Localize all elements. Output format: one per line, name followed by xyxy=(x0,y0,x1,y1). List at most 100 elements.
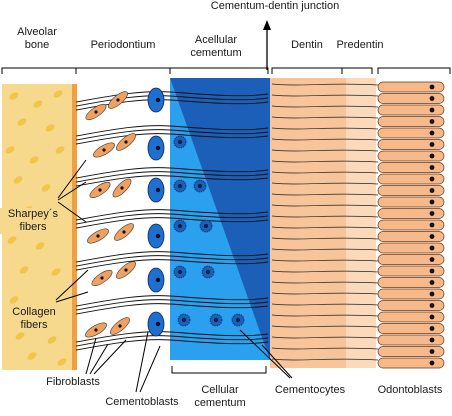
dentinal-tubule xyxy=(271,171,379,174)
cementocyte-nucleus xyxy=(178,224,182,228)
dentinal-tubule xyxy=(271,347,379,350)
pointer-fibroblasts-3 xyxy=(93,339,127,375)
cementocyte-cells xyxy=(173,135,245,327)
cementocyte-nucleus xyxy=(178,184,182,188)
bone-spot xyxy=(9,92,19,100)
odontoblast xyxy=(377,196,445,208)
pointer-sharpeys-3 xyxy=(57,201,87,223)
bracket-periodontium xyxy=(75,67,171,74)
bone-spot xyxy=(33,100,43,108)
dentinal-tubule xyxy=(271,182,379,185)
label-fibroblasts: Fibroblasts xyxy=(46,376,100,388)
cementocyte-nucleus xyxy=(182,318,186,322)
odontoblast-nucleus xyxy=(429,130,435,136)
odontoblast xyxy=(377,254,445,265)
label-sharpeys-fibers: Sharpey´s fibers xyxy=(0,208,66,234)
acellular-cementum-region xyxy=(170,78,270,360)
bone-spot xyxy=(13,176,23,184)
cementocyte-nucleus xyxy=(236,318,240,322)
odontoblast-nucleus xyxy=(429,280,435,285)
dentinal-tubule xyxy=(271,358,379,361)
pointer-fibroblasts-1 xyxy=(85,337,97,375)
collagen-fiber xyxy=(75,167,269,179)
fibroblast-nucleus xyxy=(94,328,98,332)
fibroblast-nucleus xyxy=(102,148,106,152)
odontoblast xyxy=(377,116,445,127)
odontoblast-nucleus xyxy=(429,84,435,90)
odontoblast-nucleus xyxy=(429,303,435,308)
cementocyte-nucleus xyxy=(198,184,202,188)
fibroblast-nucleus xyxy=(100,276,104,280)
dentinal-tubule xyxy=(271,204,379,207)
odontoblast-nucleus xyxy=(429,142,435,147)
pointer-cementocytes-1 xyxy=(239,329,291,379)
bone-spot xyxy=(45,124,55,132)
cementocyte-nucleus xyxy=(204,224,208,228)
odontoblast xyxy=(377,300,445,311)
bone-spot xyxy=(9,296,19,304)
label-cementum-dentin-junction: Cementum-dentin junction xyxy=(210,0,340,12)
dentinal-tubule xyxy=(271,303,379,306)
bone-spot xyxy=(15,332,25,340)
odontoblast xyxy=(377,139,445,150)
dentinal-tubule xyxy=(271,237,379,240)
dentinal-tubule xyxy=(271,325,379,328)
fibroblast-cells xyxy=(85,91,136,338)
odontoblast-nucleus xyxy=(429,349,435,354)
odontoblast xyxy=(377,104,445,116)
collagen-fiber xyxy=(75,133,269,145)
odontoblast-nucleus xyxy=(429,268,435,274)
bone-spot xyxy=(7,236,17,244)
collagen-fiber xyxy=(75,175,269,187)
label-cementoblasts: Cementoblasts xyxy=(105,396,179,408)
odontoblast-nucleus xyxy=(429,222,435,228)
cementocyte-nucleus xyxy=(214,318,218,322)
pointer-lines xyxy=(55,159,293,393)
odontoblast-nucleus xyxy=(429,326,435,331)
pointer-collagen-1 xyxy=(55,269,89,301)
odontoblast-nucleus xyxy=(429,211,435,216)
bracket-cellular-cementum xyxy=(171,366,267,374)
collagen-fiber xyxy=(75,95,269,107)
label-predentin: Predentin xyxy=(336,39,384,51)
dentinal-tubule xyxy=(271,116,379,119)
cementoblast-nucleus xyxy=(155,187,161,193)
bone-spot xyxy=(57,358,67,366)
cementoblast-nucleus xyxy=(155,321,161,327)
odontoblast xyxy=(377,277,445,288)
odontoblast-nucleus xyxy=(429,153,435,159)
odontoblast-nucleus xyxy=(429,257,435,262)
label-odontoblasts: Odontoblasts xyxy=(377,384,443,396)
cementoblast-cells xyxy=(147,87,165,337)
fibroblast-nucleus xyxy=(120,186,124,190)
bone-spot xyxy=(47,336,57,344)
cementoblast-nucleus xyxy=(155,97,161,103)
odontoblast xyxy=(377,185,445,196)
odontoblast xyxy=(377,265,445,277)
collagen-fiber xyxy=(75,125,269,137)
label-alveolar-bone: Alveolar bone xyxy=(17,26,57,51)
odontoblast-nucleus xyxy=(429,360,435,366)
label-cellular-cementum: Cellular cementum xyxy=(194,384,246,409)
dentinal-tubule xyxy=(271,292,379,295)
odontoblast-nucleus xyxy=(429,314,435,320)
bone-edge xyxy=(72,84,77,370)
pointer-cementocytes-2 xyxy=(261,344,293,379)
pointer-sharpeys-1 xyxy=(57,159,87,199)
fibroblast-nucleus xyxy=(98,188,102,192)
odontoblast xyxy=(377,173,445,185)
bracket-acellular-cementum xyxy=(169,67,269,74)
pointer-sharpeys-2 xyxy=(57,181,87,201)
collagen-fiber xyxy=(75,259,269,271)
collagen-fiber-bundles xyxy=(75,91,269,351)
predentin-region xyxy=(346,78,376,368)
cementoblast-nucleus xyxy=(155,233,161,239)
cementoblast-nucleus xyxy=(155,145,161,151)
bone-spot xyxy=(51,268,61,276)
pointer-fibroblasts-2 xyxy=(89,343,109,375)
collagen-fiber xyxy=(75,303,269,315)
odontoblast xyxy=(377,242,445,254)
dentinal-tubule xyxy=(271,160,379,163)
odontoblast xyxy=(377,150,445,162)
